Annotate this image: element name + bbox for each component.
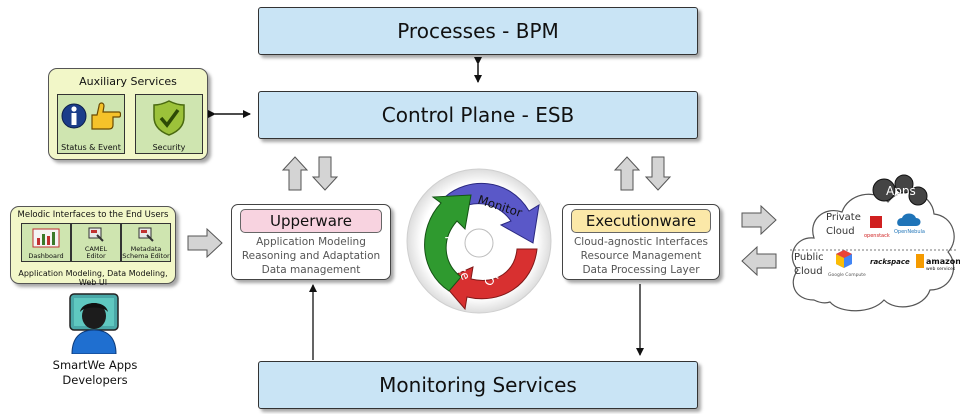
dashboard-tile[interactable]: Dashboard (21, 223, 71, 262)
metadata-schema-editor-tile[interactable]: Metadata Schema Editor (121, 223, 171, 262)
cloud-to-executionware-arrow (741, 245, 777, 277)
amazon-logo-icon (916, 254, 924, 268)
apps-label: Apps (886, 184, 916, 198)
public-cloud-line2: Cloud (794, 266, 823, 277)
openstack-logo-icon (870, 216, 882, 228)
upperware-line-3: Data management (261, 264, 361, 276)
status-event-label: Status & Event (61, 143, 121, 152)
executionware-card: Executionware Cloud-agnostic Interfaces … (562, 204, 720, 280)
auxiliary-services-title: Auxiliary Services (79, 75, 177, 88)
upperware-title: Upperware (240, 209, 382, 233)
executionware-title: Executionware (571, 209, 711, 233)
cycle-center-gear-icon (464, 228, 494, 258)
opennebula-logo-icon (897, 213, 921, 226)
amazon-sub-label: web services (926, 266, 956, 272)
executionware-line-2: Resource Management (580, 250, 702, 262)
cycle-optimise-segment (440, 248, 538, 311)
melodic-interfaces-title: Melodic Interfaces to the End Users (17, 210, 169, 220)
control-plane-esb-box: Control Plane - ESB (258, 91, 698, 139)
camel-editor-icon (88, 227, 104, 242)
status-event-tile[interactable]: Status & Event (57, 94, 125, 154)
cloud-providers: Apps Private Cloud openstack OpenNebula … (790, 174, 960, 312)
opennebula-label: OpenNebula (894, 229, 925, 235)
melodic-interfaces-panel: Melodic Interfaces to the End Users Dash… (10, 206, 176, 287)
upperware-card: Upperware Application Modeling Reasoning… (231, 204, 391, 280)
upperware-line-1: Application Modeling (256, 236, 366, 248)
cycle-analyze-segment (424, 194, 472, 292)
melodic-to-upperware-arrow (187, 227, 223, 259)
executionware-to-cloud-arrow (741, 204, 777, 236)
executionware-line-1: Cloud-agnostic Interfaces (573, 236, 709, 248)
upperware-line-2: Reasoning and Adaptation (241, 250, 381, 262)
openstack-label: openstack (864, 233, 890, 239)
processes-bpm-label: Processes - BPM (397, 19, 559, 43)
dashboard-chart-icon (32, 228, 60, 248)
executionware-esb-block-arrows (613, 156, 672, 191)
processes-bpm-box: Processes - BPM (258, 7, 698, 55)
monitoring-services-box: Monitoring Services (258, 361, 698, 409)
monitoring-services-label: Monitoring Services (379, 373, 577, 397)
private-cloud-line2: Cloud (826, 226, 855, 237)
security-label: Security (152, 143, 186, 152)
developer-avatar-icon (69, 293, 119, 354)
upperware-esb-block-arrows (281, 156, 339, 191)
amazon-label: amazon (926, 257, 960, 266)
developers-line2: Developers (62, 373, 128, 387)
melodic-footer: Application Modeling, Data Modeling, Web… (18, 269, 168, 287)
monitor-analyze-optimise-cycle: Monitor Optimise Analyze (406, 168, 552, 314)
developers-caption: SmartWe Apps Developers (20, 358, 170, 388)
info-icon (61, 103, 87, 129)
camel-editor-tile[interactable]: CAMEL Editor (71, 223, 121, 262)
pointing-hand-icon (91, 102, 121, 130)
metadata-editor-icon (138, 227, 154, 242)
google-compute-logo-icon (836, 250, 852, 268)
security-tile[interactable]: Security (135, 94, 203, 154)
dashboard-label: Dashboard (28, 252, 64, 260)
apps-gears-icon (872, 174, 928, 206)
developers-line1: SmartWe Apps (52, 358, 138, 372)
auxiliary-services-panel: Auxiliary Services Status & Event Securi… (48, 68, 208, 160)
public-cloud-line1: Public (794, 252, 824, 263)
executionware-line-3: Data Processing Layer (582, 264, 700, 276)
camel-editor-label: CAMEL Editor (84, 245, 108, 260)
rackspace-label: rackspace (870, 258, 910, 266)
google-compute-label: Google Compute (828, 272, 866, 278)
metadata-schema-editor-label: Metadata Schema Editor (122, 245, 170, 260)
control-plane-esb-label: Control Plane - ESB (381, 103, 575, 127)
private-cloud-line1: Private (826, 212, 861, 223)
security-shield-icon (153, 100, 185, 136)
